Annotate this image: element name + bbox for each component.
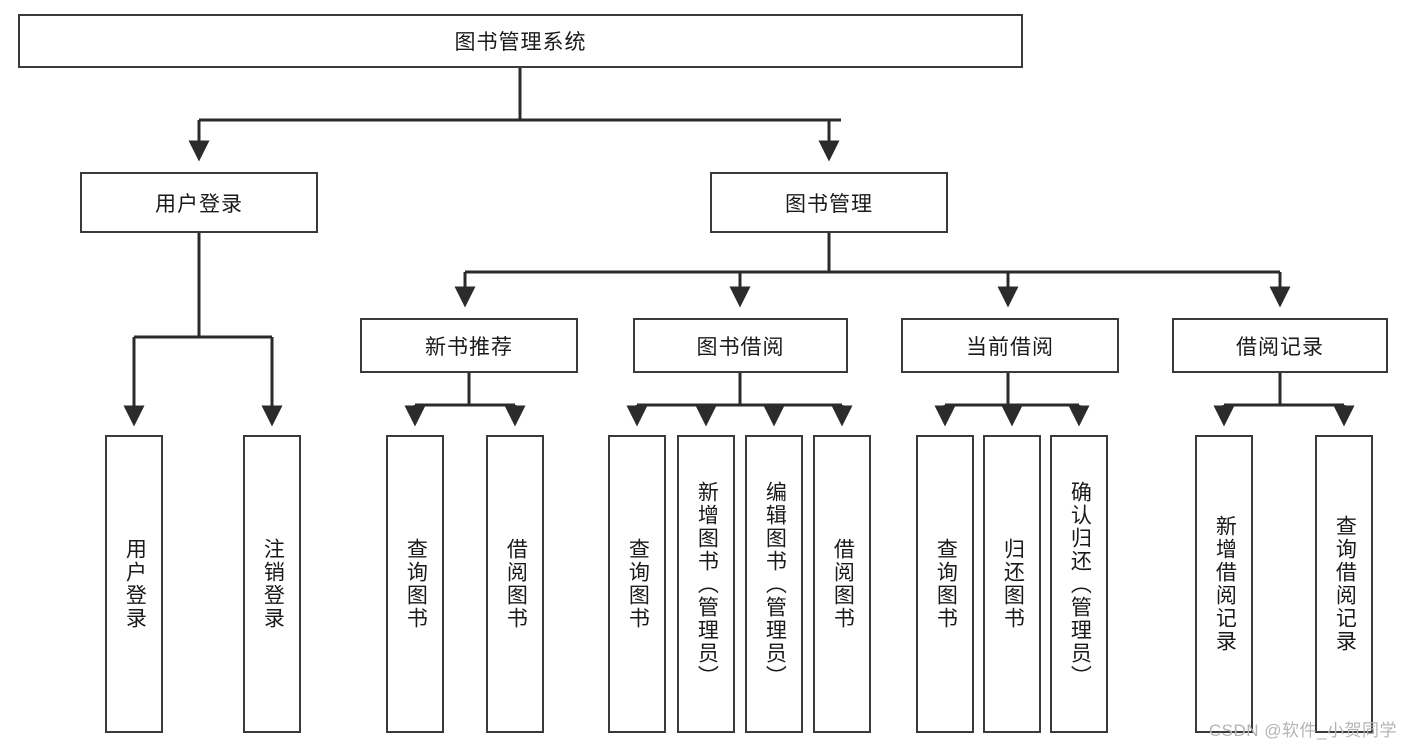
leaf-label: 新增图书（管理员） [695, 480, 719, 688]
leaf-confirm-return-admin[interactable]: 确认归还（管理员） [1050, 435, 1108, 733]
leaf-add-borrow-record[interactable]: 新增借阅记录 [1195, 435, 1253, 733]
leaf-query-books-new[interactable]: 查询图书 [386, 435, 444, 733]
leaf-label: 查询图书 [626, 538, 650, 630]
leaf-label: 注销登录 [261, 538, 285, 630]
csdn-watermark: CSDN @软件_小贺同学 [1208, 721, 1397, 740]
edge-group-root [188, 68, 841, 162]
leaf-return-book[interactable]: 归还图书 [983, 435, 1041, 733]
leaf-label: 借阅图书 [831, 538, 855, 630]
node-book-borrow[interactable]: 图书借阅 [633, 318, 848, 373]
leaf-label: 用户登录 [123, 538, 147, 630]
leaf-query-books-current[interactable]: 查询图书 [916, 435, 974, 733]
leaf-label: 确认归还（管理员） [1068, 480, 1092, 688]
edge-group-book-borrow [626, 373, 853, 427]
leaf-borrow-books-new[interactable]: 借阅图书 [486, 435, 544, 733]
leaf-label: 查询图书 [404, 538, 428, 630]
edge-group-borrow-records [1213, 373, 1355, 427]
leaf-label: 编辑图书（管理员） [763, 480, 787, 688]
leaf-borrow-book[interactable]: 借阅图书 [813, 435, 871, 733]
leaf-logout-login[interactable]: 注销登录 [243, 435, 301, 733]
leaf-label: 查询图书 [934, 538, 958, 630]
edge-group-book-management [454, 233, 1291, 308]
leaf-label: 新增借阅记录 [1213, 515, 1237, 653]
edge-group-user-login [123, 233, 283, 427]
edge-group-new-books [404, 373, 526, 427]
node-current-borrow[interactable]: 当前借阅 [901, 318, 1119, 373]
leaf-add-book-admin[interactable]: 新增图书（管理员） [677, 435, 735, 733]
leaf-label: 借阅图书 [504, 538, 528, 630]
node-book-management[interactable]: 图书管理 [710, 172, 948, 233]
node-new-book-recommend[interactable]: 新书推荐 [360, 318, 578, 373]
leaf-query-borrow-record[interactable]: 查询借阅记录 [1315, 435, 1373, 733]
node-borrow-records[interactable]: 借阅记录 [1172, 318, 1388, 373]
leaf-label: 查询借阅记录 [1333, 515, 1357, 653]
leaf-label: 归还图书 [1001, 538, 1025, 630]
leaf-query-books-borrow[interactable]: 查询图书 [608, 435, 666, 733]
leaf-edit-book-admin[interactable]: 编辑图书（管理员） [745, 435, 803, 733]
node-root[interactable]: 图书管理系统 [18, 14, 1023, 68]
edge-group-current-borrow [934, 373, 1090, 427]
node-user-login[interactable]: 用户登录 [80, 172, 318, 233]
leaf-user-login[interactable]: 用户登录 [105, 435, 163, 733]
